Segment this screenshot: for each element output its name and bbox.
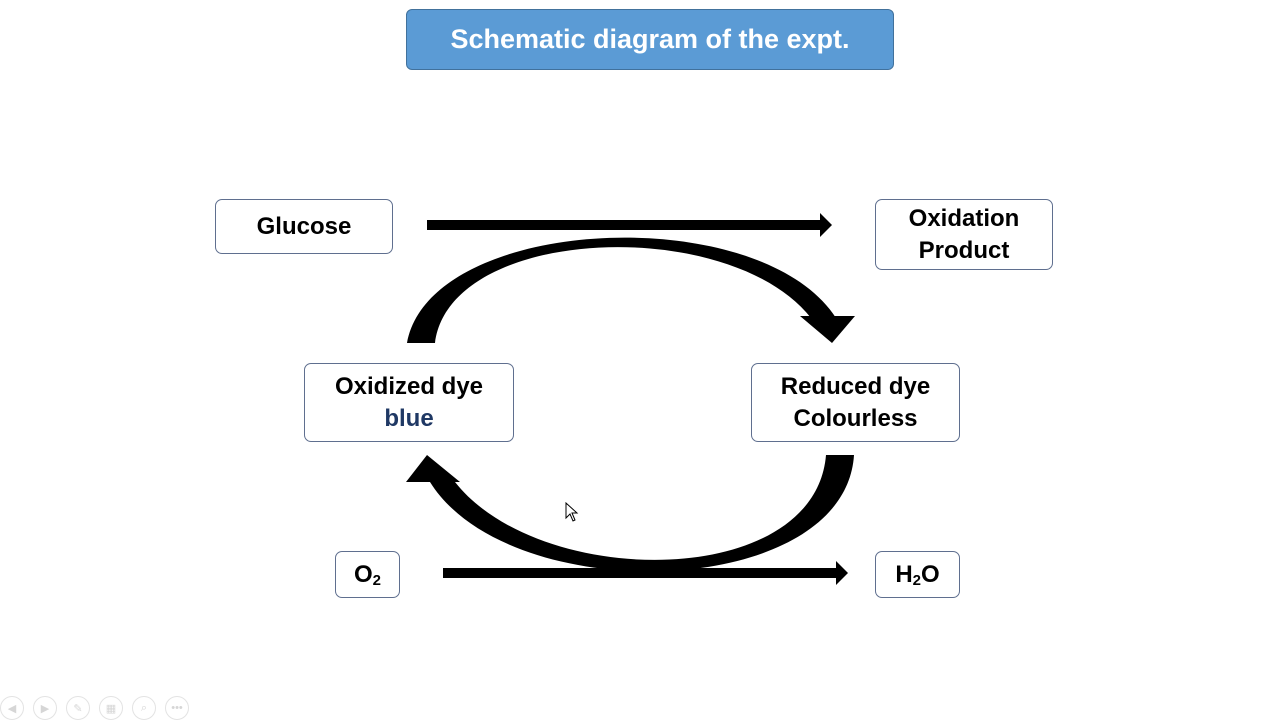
oxidation-product-box: Oxidation Product xyxy=(875,199,1053,270)
oxidized-dye-line1: Oxidized dye xyxy=(334,372,484,400)
water-subscript: 2 xyxy=(912,571,921,589)
oxygen-subscript: 2 xyxy=(372,571,381,589)
oxidation-product-line2: Product xyxy=(918,236,1010,264)
next-slide-icon[interactable]: ▶ xyxy=(33,696,57,720)
slide-title: Schematic diagram of the expt. xyxy=(406,9,894,70)
arrow-glucose-to-product xyxy=(427,213,832,237)
reduced-dye-color: Colourless xyxy=(793,404,918,432)
oxidation-product-line1: Oxidation xyxy=(908,204,1020,232)
reduced-dye-line1: Reduced dye xyxy=(780,372,931,400)
zoom-icon[interactable]: ⌕ xyxy=(132,696,156,720)
oxidized-dye-color: blue xyxy=(384,404,434,432)
water-h-symbol: H xyxy=(895,560,913,588)
slide-controls: ◀ ▶ ✎ ▦ ⌕ ••• xyxy=(0,696,189,720)
oxygen-symbol: O xyxy=(353,560,373,588)
arrow-lower-curve xyxy=(406,455,854,572)
more-options-icon[interactable]: ••• xyxy=(165,696,189,720)
reduced-dye-box: Reduced dye Colourless xyxy=(751,363,960,442)
mouse-cursor-icon xyxy=(565,502,579,522)
arrow-oxygen-to-water xyxy=(443,561,848,585)
pen-icon[interactable]: ✎ xyxy=(66,696,90,720)
glucose-box: Glucose xyxy=(215,199,393,254)
prev-slide-icon[interactable]: ◀ xyxy=(0,696,24,720)
slides-grid-icon[interactable]: ▦ xyxy=(99,696,123,720)
glucose-label: Glucose xyxy=(256,212,352,240)
arrow-upper-curve xyxy=(407,237,855,343)
water-o-symbol: O xyxy=(921,560,940,588)
oxidized-dye-box: Oxidized dye blue xyxy=(304,363,514,442)
